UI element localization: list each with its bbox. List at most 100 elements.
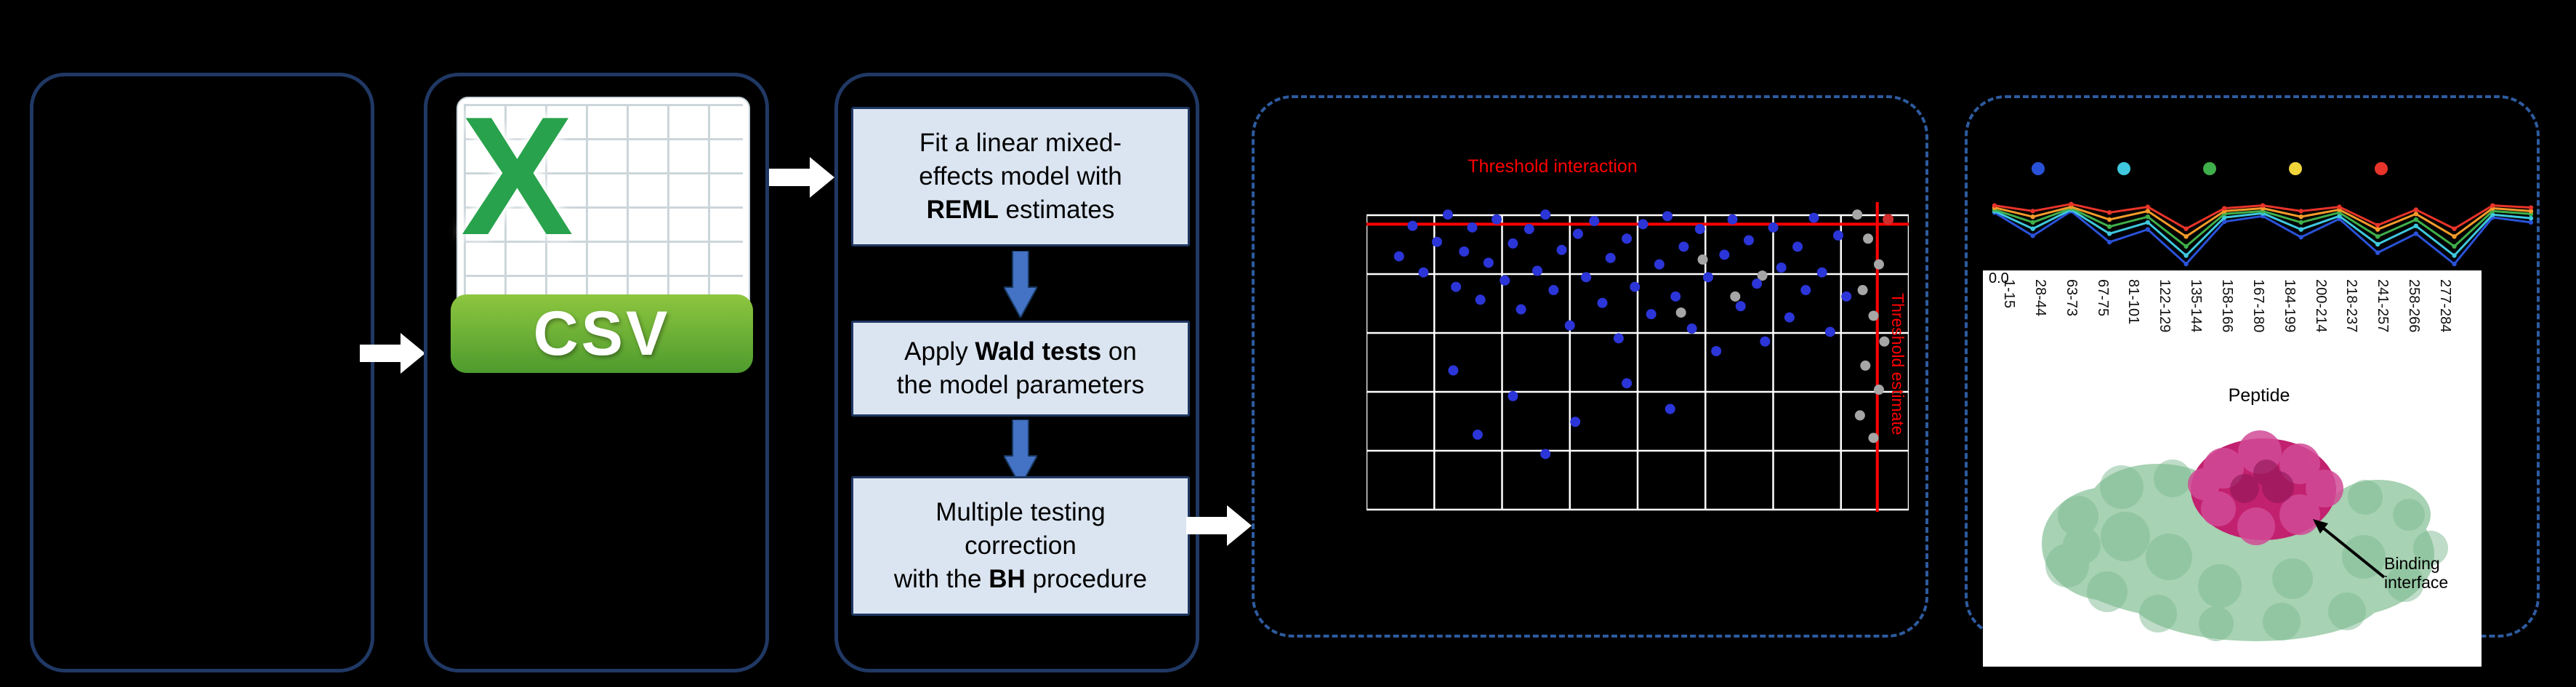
protein-structure-image — [2042, 430, 2448, 641]
uptake-marker — [2452, 234, 2457, 239]
scatter-point-blue — [1776, 262, 1787, 273]
scatter-point-blue — [1564, 320, 1575, 331]
uptake-marker — [2183, 261, 2189, 267]
scatter-point-blue — [1581, 272, 1592, 283]
scatter-point-blue — [1500, 275, 1510, 286]
peptide-tick-label: 277-284 — [2437, 279, 2454, 333]
scatter-point-blue — [1743, 235, 1754, 246]
uptake-marker — [2030, 209, 2035, 214]
peptide-tick-label: 167-180 — [2250, 279, 2266, 333]
peptide-tick-label: 200-214 — [2312, 279, 2329, 333]
uptake-marker — [2183, 244, 2189, 249]
scatter-point-blue — [1540, 449, 1551, 459]
uptake-marker — [2337, 204, 2342, 209]
csv-file-icon: X CSV — [451, 82, 756, 374]
scatter-point-blue — [1475, 294, 1486, 305]
excel-x-letter: X — [461, 82, 573, 270]
flow-arrow-down-2 — [1004, 419, 1037, 486]
legend-dot — [2289, 162, 2302, 175]
uptake-marker — [2298, 209, 2303, 214]
scatter-point-blue — [1784, 312, 1795, 323]
peptide-tick-label: 63-73 — [2063, 279, 2080, 317]
uptake-marker — [1992, 203, 1997, 208]
right-arrow-shape — [1186, 505, 1252, 546]
scatter-point-blue — [1702, 272, 1713, 283]
peptide-tick-label: 218-237 — [2343, 279, 2360, 333]
scatter-point-gray — [1860, 360, 1871, 371]
scatter-point-blue — [1735, 301, 1746, 312]
threshold-estimate-label: Threshold estimate — [1888, 293, 1907, 435]
uptake-marker — [2030, 220, 2035, 225]
uptake-marker — [2528, 215, 2534, 221]
legend-dot — [2375, 162, 2388, 175]
scatter-point-blue — [1524, 224, 1534, 235]
scatter-point-gray — [1852, 209, 1863, 220]
scatter-point-blue — [1431, 236, 1442, 247]
scatter-point-blue — [1711, 346, 1722, 356]
scatter-point-blue — [1393, 251, 1404, 262]
scatter-point-blue — [1841, 291, 1852, 302]
peptide-tick-label: 67-75 — [2094, 279, 2111, 317]
csv-sheet: X — [456, 82, 750, 312]
peptide-tick-label: 158-166 — [2219, 279, 2236, 333]
down-arrow-shape — [1004, 251, 1037, 318]
binding-arrow-line — [2322, 527, 2386, 579]
scatter-point-gray — [1857, 285, 1868, 296]
uptake-series-blue — [1994, 209, 2532, 265]
uptake-marker — [2145, 209, 2151, 214]
uptake-marker — [2145, 227, 2151, 232]
uptake-marker — [2298, 220, 2303, 225]
panel-interaction-plot: Threshold interaction Threshold estimate — [1252, 95, 1928, 638]
uptake-marker — [2106, 210, 2112, 215]
scatter-point-blue — [1760, 336, 1771, 347]
uptake-marker — [2298, 214, 2303, 220]
scatter-point-blue — [1622, 378, 1633, 389]
scatter-point-blue — [1622, 233, 1633, 244]
scatter-point-blue — [1727, 214, 1738, 225]
scatter-point-blue — [1467, 222, 1478, 233]
uptake-marker — [2375, 227, 2380, 232]
flow-arrow-right-2 — [769, 157, 834, 198]
uptake-marker — [2145, 214, 2151, 220]
uptake-marker — [2106, 224, 2112, 229]
peptide-tick-label: 184-199 — [2281, 279, 2298, 333]
peptide-tick-label: 28-44 — [2032, 279, 2048, 317]
uptake-marker — [2452, 244, 2457, 249]
scatter-point-gray — [1730, 291, 1741, 302]
uptake-marker — [2106, 239, 2112, 245]
scatter-point-blue — [1824, 326, 1835, 337]
uptake-marker — [2106, 217, 2112, 222]
scatter-point-blue — [1800, 285, 1811, 296]
csv-banner-label: CSV — [451, 294, 753, 373]
scatter-point-blue — [1665, 403, 1675, 414]
scatter-point-gray — [1868, 433, 1879, 443]
csv-spreadsheet-grid — [464, 104, 743, 305]
scatter-point-gray — [1873, 259, 1884, 270]
peptide-tick-label: 122-129 — [2157, 279, 2173, 333]
uptake-marker — [2030, 226, 2035, 231]
scatter-point-blue — [1638, 219, 1649, 230]
scatter-point-blue — [1613, 333, 1624, 344]
binding-interface-texture — [2188, 430, 2343, 545]
scatter-point-blue — [1646, 309, 1657, 320]
scatter-point-blue — [1472, 429, 1483, 440]
uptake-marker — [2413, 231, 2419, 236]
uptake-marker — [2298, 235, 2303, 240]
scatter-point-blue — [1719, 249, 1730, 260]
peptide-tick-label: 1-15 — [2001, 279, 2017, 309]
uptake-marker — [2528, 205, 2534, 210]
scatter-point-blue — [1686, 324, 1697, 334]
right-arrow-shape — [360, 333, 425, 374]
protein-surface-texture — [2045, 459, 2448, 641]
scatter-point-blue — [1508, 238, 1518, 249]
scatter-point-blue — [1768, 222, 1779, 233]
scatter-point-blue — [1670, 291, 1681, 302]
scatter-point-gray — [1675, 307, 1686, 318]
uptake-marker — [2452, 253, 2457, 258]
binding-interface-shading — [2230, 459, 2294, 503]
